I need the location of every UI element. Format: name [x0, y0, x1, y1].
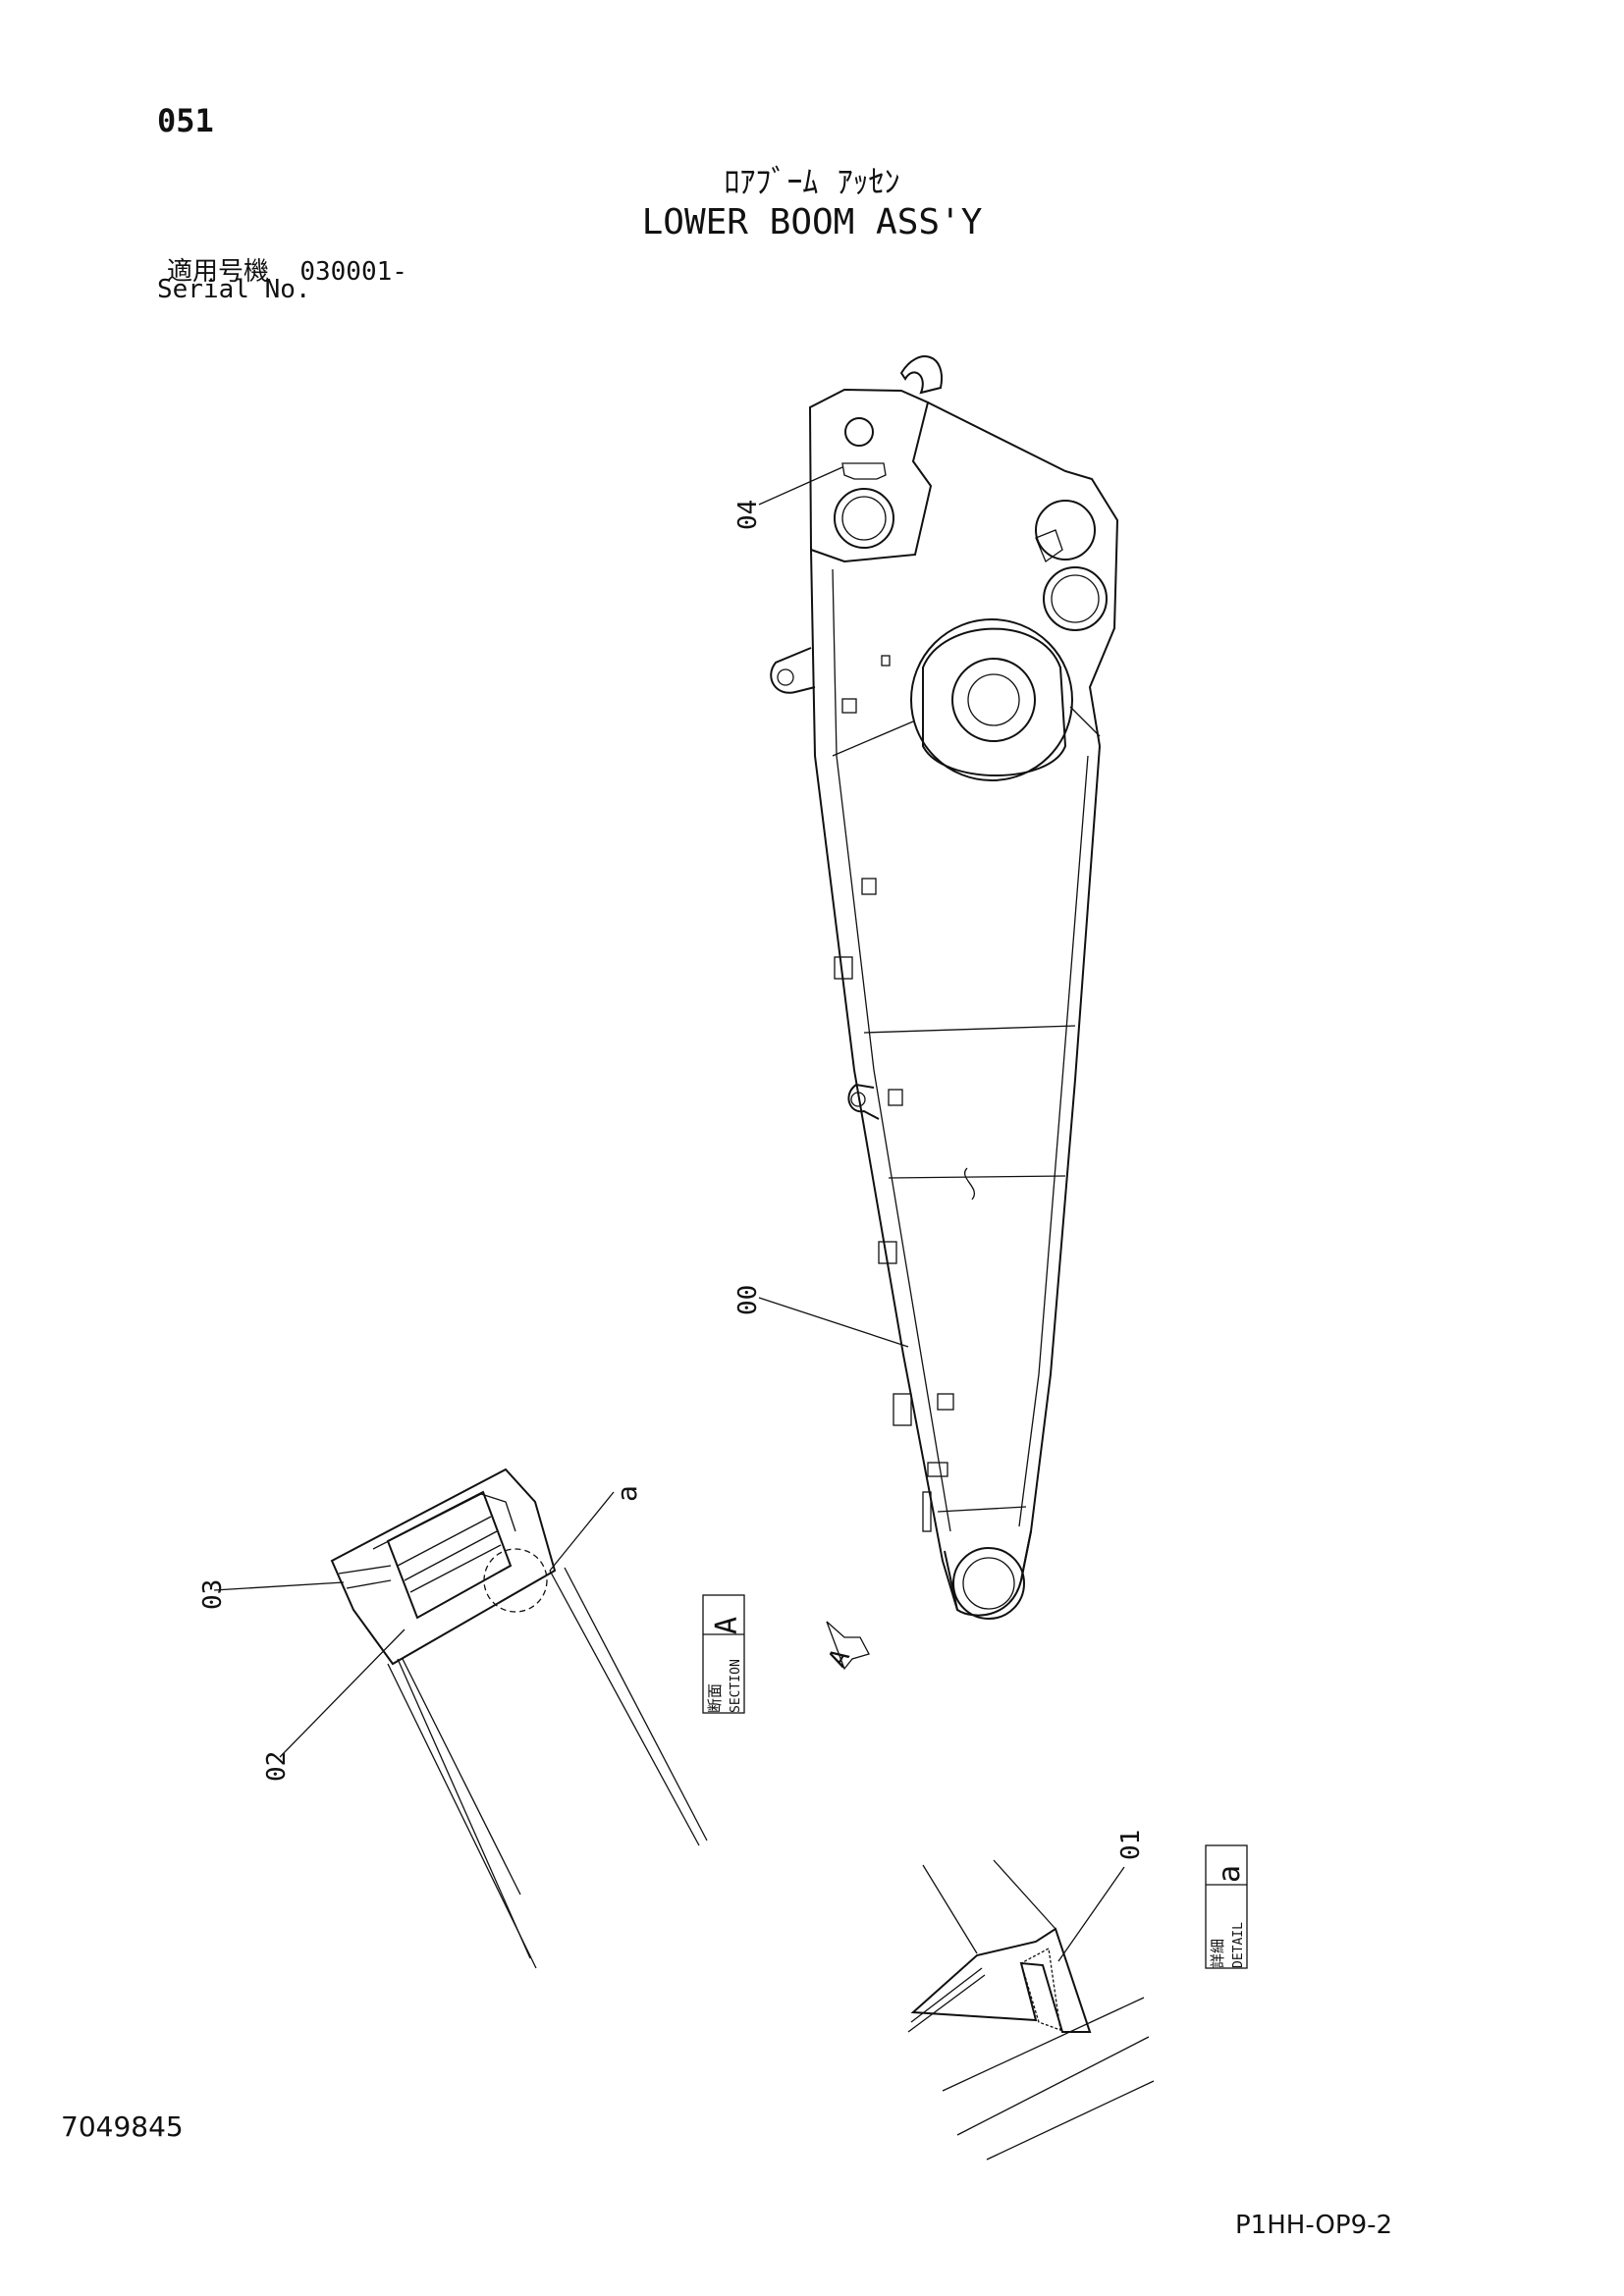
section-label-en: SECTION	[729, 1659, 743, 1713]
boom-outline	[770, 355, 1119, 1620]
applicable-label-jp: 適用号機	[167, 257, 270, 287]
section-a-label: 断面 SECTION A	[702, 1594, 745, 1714]
part-callout-04: 04	[733, 500, 763, 530]
section-label-letter: A	[710, 1617, 744, 1634]
detail-label-letter: a	[1213, 1865, 1247, 1883]
part-callout-03: 03	[198, 1579, 228, 1610]
view-arrow-letter: A	[823, 1644, 856, 1673]
detail-a-label: 詳細 DETAIL a	[1205, 1844, 1248, 1969]
leader-03	[213, 1581, 345, 1591]
detail-label-en: DETAIL	[1231, 1922, 1246, 1968]
leader-01	[1057, 1866, 1125, 1962]
title-japanese: ﾛｱﾌﾞｰﾑ ｱｯｾﾝ	[724, 163, 900, 200]
title-english: LOWER BOOM ASS'Y	[641, 202, 983, 242]
leader-02	[279, 1629, 406, 1758]
document-number: 7049845	[61, 2110, 184, 2143]
detail-label-jp: 詳細	[1209, 1939, 1226, 1968]
leader-a	[549, 1491, 615, 1572]
section-label-jp: 断面	[706, 1683, 724, 1713]
serial-label-en: Serial No.	[157, 275, 311, 304]
part-callout-01: 01	[1116, 1830, 1146, 1860]
page-number: 051	[157, 102, 214, 139]
view-arrow-a: A	[823, 1621, 870, 1673]
detail-callout-a: a	[611, 1485, 643, 1502]
part-callout-02: 02	[262, 1751, 292, 1782]
part-callout-00: 00	[733, 1285, 763, 1315]
page-code: P1HH-OP9-2	[1235, 2211, 1393, 2240]
leader-00	[758, 1297, 909, 1348]
serial-range: 030001-	[299, 257, 407, 287]
section-a-view	[330, 1468, 708, 1969]
detail-a-view	[907, 1859, 1155, 2161]
leader-04	[758, 466, 843, 506]
serial-applicable-row: 適用号機 030001-	[167, 251, 407, 288]
